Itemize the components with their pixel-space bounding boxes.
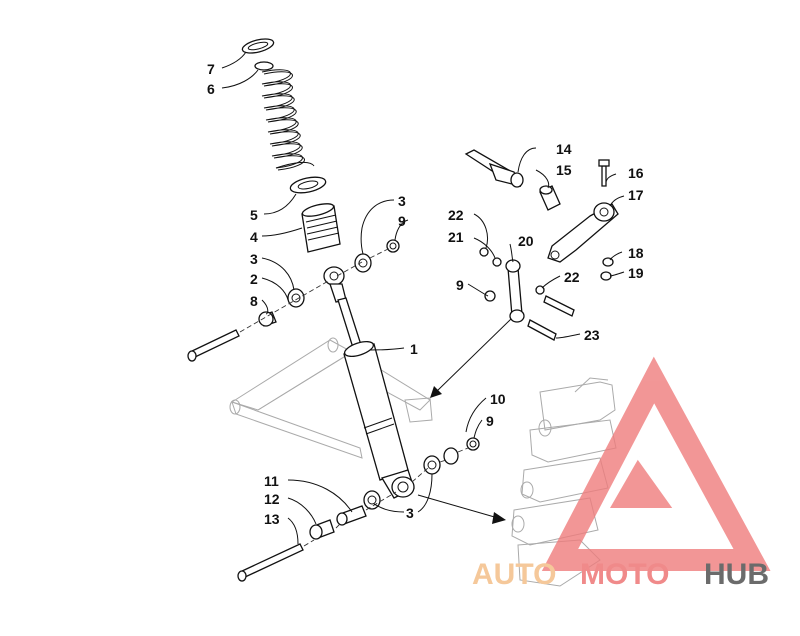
a-arm-outline bbox=[229, 337, 433, 459]
bushing-lower-right bbox=[423, 455, 441, 475]
callout-16: 16 bbox=[628, 165, 644, 181]
arrow-to-a-arm bbox=[430, 317, 513, 398]
automotohub-logo bbox=[541, 356, 771, 571]
link-rod bbox=[505, 259, 525, 323]
callout-9-link: 9 bbox=[456, 277, 464, 293]
bump-stop bbox=[301, 203, 341, 253]
bolt-lower bbox=[237, 543, 304, 582]
bushing-upper-right bbox=[354, 253, 372, 273]
callout-18: 18 bbox=[628, 245, 644, 261]
nut-upper bbox=[386, 239, 400, 253]
rocker-washer bbox=[600, 271, 612, 281]
callout-labels: 7 6 5 4 3 9 3 2 8 1 14 15 16 17 22 21 20… bbox=[207, 61, 644, 527]
callout-7: 7 bbox=[207, 61, 215, 77]
bushing-upper-left bbox=[287, 288, 305, 308]
lower-assembly-axis bbox=[303, 447, 469, 547]
callout-2: 2 bbox=[250, 271, 258, 287]
callout-6: 6 bbox=[207, 81, 215, 97]
spring-retainer bbox=[254, 61, 274, 71]
arrow-to-bracket bbox=[417, 494, 506, 524]
rocker-nut bbox=[602, 257, 614, 267]
coil-spring bbox=[261, 69, 315, 171]
link-nut bbox=[484, 290, 496, 302]
nut-lower bbox=[466, 437, 480, 451]
rocker-bushing bbox=[539, 185, 561, 211]
callout-12: 12 bbox=[264, 491, 280, 507]
sleeve-lower-long bbox=[336, 505, 367, 526]
bolt-upper bbox=[187, 329, 240, 362]
callout-4: 4 bbox=[250, 229, 258, 245]
link-washer-upper bbox=[479, 247, 502, 267]
upper-assembly-axis bbox=[239, 247, 391, 333]
callout-22-upper: 22 bbox=[448, 207, 464, 223]
watermark-text: AUTO MOTO HUB bbox=[472, 558, 769, 591]
callout-10: 10 bbox=[490, 391, 506, 407]
upper-spring-seat bbox=[241, 38, 275, 54]
callout-23: 23 bbox=[584, 327, 600, 343]
callout-20: 20 bbox=[518, 233, 534, 249]
callout-3-left: 3 bbox=[250, 251, 258, 267]
callout-8: 8 bbox=[250, 293, 258, 309]
rocker-arm bbox=[547, 202, 619, 263]
link-bolt-lower bbox=[527, 319, 557, 341]
callout-3-lower: 3 bbox=[406, 505, 414, 521]
callout-21: 21 bbox=[448, 229, 464, 245]
watermark-word-hub: HUB bbox=[704, 558, 769, 591]
callout-15: 15 bbox=[556, 162, 572, 178]
callout-5: 5 bbox=[250, 207, 258, 223]
lower-spring-seat bbox=[289, 176, 327, 194]
link-bolt-upper bbox=[543, 295, 575, 317]
callout-22-lower: 22 bbox=[564, 269, 580, 285]
cable-end bbox=[464, 149, 524, 188]
watermark-word-auto: AUTO bbox=[472, 558, 556, 591]
shock-absorber bbox=[323, 266, 415, 499]
callout-19: 19 bbox=[628, 265, 644, 281]
watermark-word-moto: MOTO bbox=[580, 558, 669, 591]
callout-13: 13 bbox=[264, 511, 280, 527]
sleeve-lower-short bbox=[309, 519, 335, 540]
callout-9-upper: 9 bbox=[398, 213, 406, 229]
rocker-bolt bbox=[598, 159, 610, 187]
callout-11: 11 bbox=[264, 473, 279, 489]
leader-lines bbox=[221, 51, 625, 545]
callout-3-upper: 3 bbox=[398, 193, 406, 209]
callout-1: 1 bbox=[410, 341, 418, 357]
washer-lower bbox=[443, 447, 459, 465]
callout-9-lower: 9 bbox=[486, 413, 494, 429]
callout-17: 17 bbox=[628, 187, 644, 203]
sleeve-upper bbox=[258, 311, 277, 327]
callout-14: 14 bbox=[556, 141, 572, 157]
